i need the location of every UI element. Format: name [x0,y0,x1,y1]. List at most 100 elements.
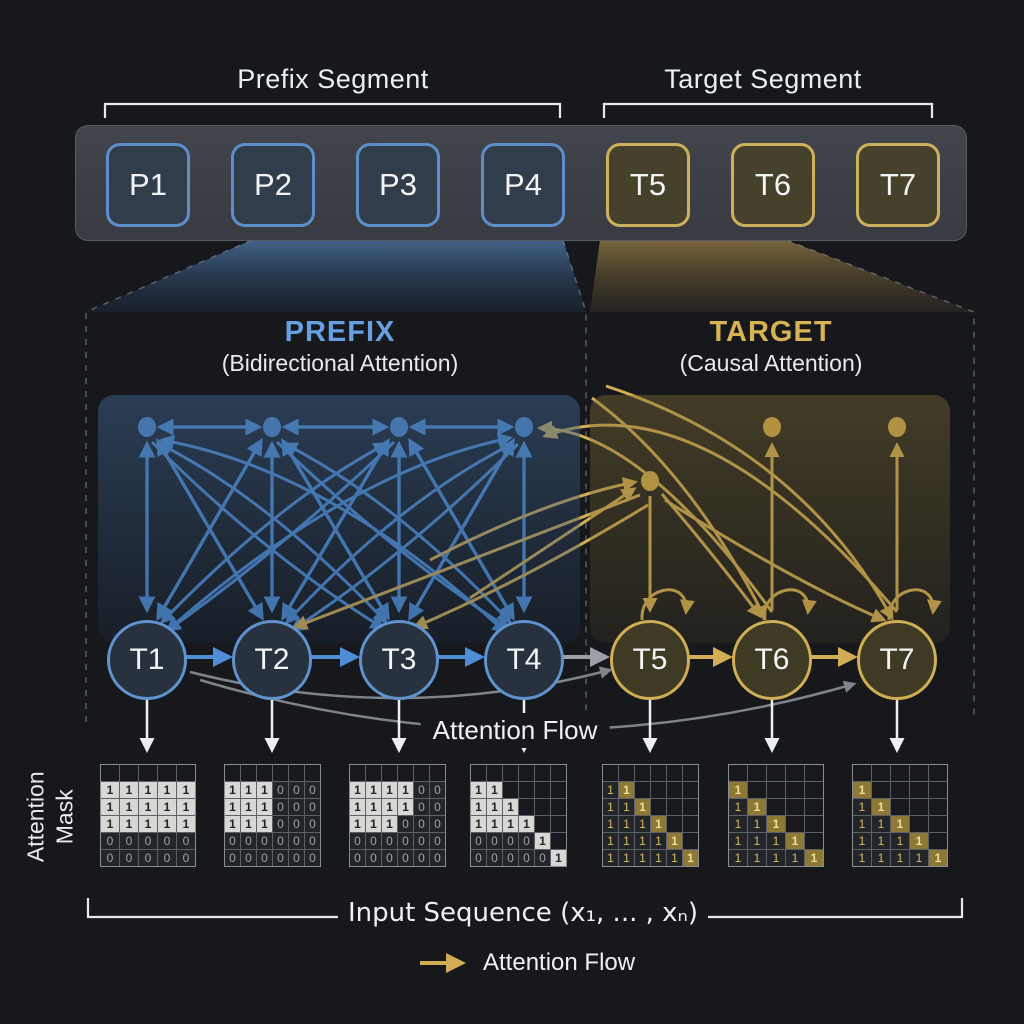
mask-cell: 0 [273,782,288,798]
mask-cell: 0 [177,833,195,849]
mask-cell: 1 [241,782,256,798]
mask-cell: 0 [273,850,288,866]
mask-cell: 0 [101,850,119,866]
token-box-p4: P4 [481,143,565,227]
mask-cell [929,816,947,832]
mask-cell [551,782,566,798]
mask-cell [551,765,566,781]
mask-cell: 0 [257,833,272,849]
prefix-attention-panel [98,395,580,643]
mask-cell: 1 [891,816,909,832]
mask-cell: 0 [273,799,288,815]
mask-cell: 0 [471,833,486,849]
mask-cell: 1 [748,833,766,849]
mask-cell [805,833,823,849]
mask-cell: 1 [487,816,502,832]
mask-cell [667,799,682,815]
mask-cell: 0 [305,833,320,849]
mask-cell: 1 [382,799,397,815]
segment-brackets [103,102,934,118]
mask-cell: 1 [619,799,634,815]
mask-cell: 0 [120,833,138,849]
mask-cell: 1 [729,833,747,849]
mask-cell [551,799,566,815]
mask-cell: 1 [603,799,618,815]
mask-cell [667,765,682,781]
mask-cell [786,765,804,781]
mask-cell: 0 [414,833,429,849]
mask-cell: 1 [257,799,272,815]
mask-cell [910,765,928,781]
mask-cell [241,765,256,781]
mask-cell: 1 [748,816,766,832]
mask-cell [635,782,650,798]
mask-cell: 1 [729,782,747,798]
mask-cell [551,816,566,832]
mask-cell: 1 [487,782,502,798]
mask-cell [872,765,890,781]
mask-cell: 1 [471,799,486,815]
mask-cell [667,782,682,798]
mask-cell: 1 [158,799,176,815]
mask-cell: 0 [158,850,176,866]
mask-cell [289,765,304,781]
prefix-beam [86,240,586,312]
mask-cell: 1 [551,850,566,866]
mask-cell: 0 [289,816,304,832]
mask-cell: 1 [241,816,256,832]
mask-cell [120,765,138,781]
mask-cell: 1 [635,799,650,815]
mask-cell [891,782,909,798]
mask-cell: 0 [273,816,288,832]
mask-cell: 1 [257,816,272,832]
mask-cell: 0 [430,833,445,849]
mask-cell: 1 [729,850,747,866]
mask-cell: 1 [619,816,634,832]
mask-cell: 1 [225,782,240,798]
mask-cell: 1 [487,799,502,815]
mask-cell [805,816,823,832]
mask-cell: 0 [241,833,256,849]
mask-cell [225,765,240,781]
flow-node-t5: T5 [610,620,690,700]
mask-cell [382,765,397,781]
mask-cell: 1 [382,816,397,832]
input-sequence-bracket [86,898,964,919]
attention-flow-center-label: Attention Flow [420,713,610,748]
flow-node-t3: T3 [359,620,439,700]
token-box-t5: T5 [606,143,690,227]
mask-cell [101,765,119,781]
mask-cell: 1 [535,833,550,849]
mask-cell [853,765,871,781]
mask-cell [139,765,157,781]
attention-mask-axis-label: Attention Mask [21,735,79,899]
mask-cell: 0 [139,833,157,849]
mask-cell: 0 [139,850,157,866]
mask-cell: 0 [382,850,397,866]
mask-cell: 1 [177,799,195,815]
mask-cell: 0 [398,833,413,849]
mask-cell: 0 [177,850,195,866]
attention-mask-axis-line1: Attention [22,771,49,863]
mask-cell: 1 [225,799,240,815]
mask-cell: 0 [225,833,240,849]
mask-cell [929,782,947,798]
mask-cell: 0 [487,850,502,866]
mask-cell [651,765,666,781]
mask-cell: 1 [158,782,176,798]
mask-cell [603,765,618,781]
mask-cell: 0 [350,850,365,866]
mask-cell [487,765,502,781]
mask-cell: 0 [225,850,240,866]
mask-cell [305,765,320,781]
mask-cell [535,782,550,798]
mask-cell: 0 [398,816,413,832]
mask-cell: 1 [729,799,747,815]
mask-cell: 1 [350,799,365,815]
mask-cell: 0 [305,850,320,866]
dashed-guides [85,239,975,722]
prefix-segment-label: Prefix Segment [237,64,429,94]
